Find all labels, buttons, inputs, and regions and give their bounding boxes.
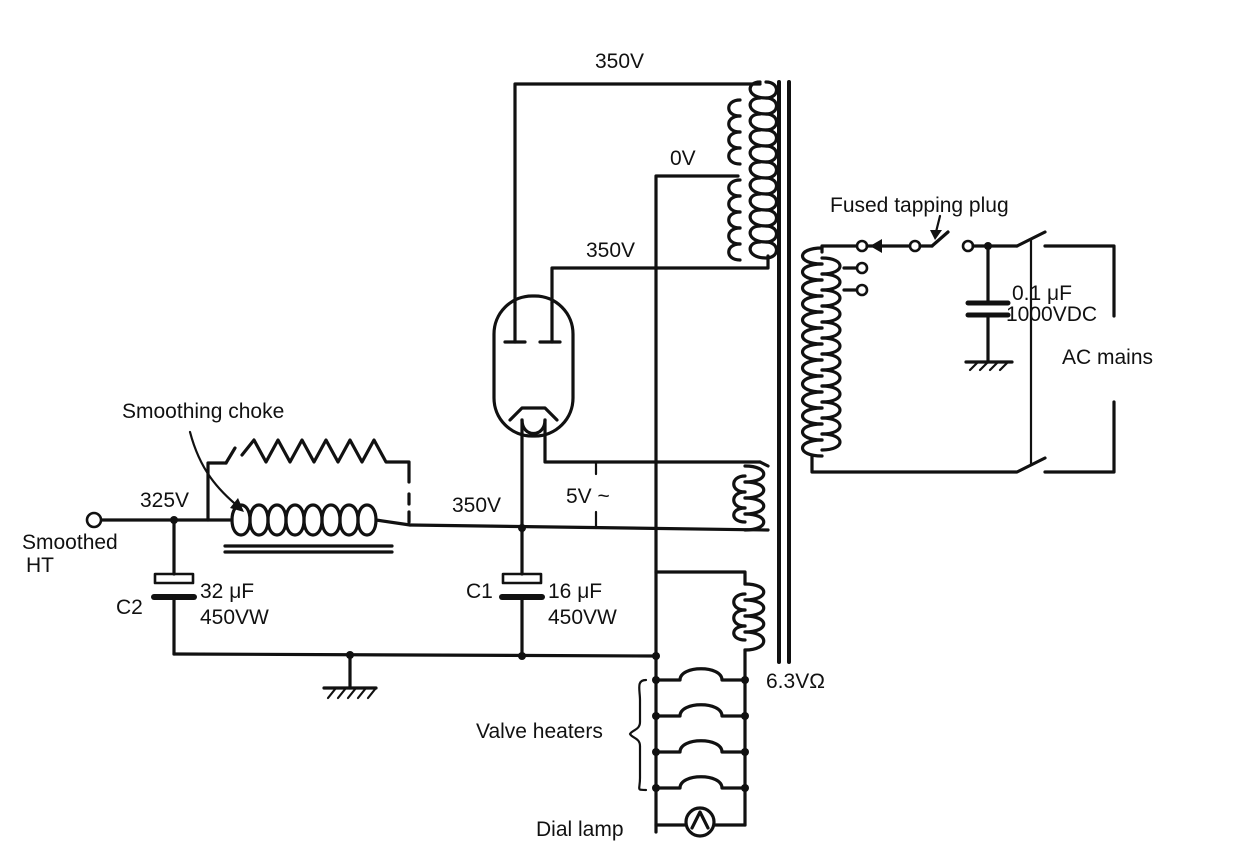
junction-c1-earth [518,652,526,660]
smoothing-choke [94,438,412,554]
heater-6v3-winding [654,570,766,652]
smoothed-ht-terminal [85,511,103,529]
mains-switch [1015,230,1116,474]
label-c2: C2 [116,596,143,619]
valve-heaters [652,648,749,827]
label-cap-value: 0.1 μF [1012,282,1072,305]
label-smoothing-choke: Smoothing choke [122,400,284,423]
ht-secondary-winding [727,80,779,262]
wire-earth-rail [172,652,658,658]
filament-5v-winding [732,460,770,532]
choke-pointer-arrow [230,498,244,512]
label-smoothed: Smoothed [22,531,118,554]
label-dial-lamp: Dial lamp [536,818,624,841]
fused-tapping-plug [865,214,1019,253]
label-350v-rect: 350V [452,494,501,517]
junction-ct-earth [652,652,660,660]
earth-symbol [322,653,378,700]
label-0v: 0V [670,147,696,170]
heaters-brace [628,678,648,792]
tap-terminal-2 [855,261,869,275]
label-cap-rating: 1000VDC [1006,303,1097,326]
label-c1-value: 16 μF [548,580,602,603]
primary-tap-1 [820,244,862,254]
wire-centre-tap [654,174,740,834]
label-350v-mid: 350V [586,239,635,262]
rectifier-valve [492,294,762,534]
label-ac-mains: AC mains [1062,346,1153,369]
wire-ht-bus [408,523,770,532]
label-5v: 5V ~ [566,485,610,508]
transformer-core [777,80,791,664]
capacitor-c2 [151,518,197,656]
dial-lamp [654,806,747,838]
wire-primary-bottom [810,454,1047,474]
label-valve-heaters: Valve heaters [476,720,603,743]
label-c2-rating: 450VW [200,606,269,629]
label-c2-value: 32 μF [200,580,254,603]
label-c1-rating: 450VW [548,606,617,629]
suppression-capacitor [964,244,1014,372]
label-325v: 325V [140,489,189,512]
label-ht: HT [26,554,54,577]
label-fused-plug: Fused tapping plug [830,194,1009,217]
capacitor-c1 [499,526,545,658]
label-350v-top: 350V [595,50,644,73]
wire-350v-lower [550,254,770,305]
label-6v3: 6.3VΩ [766,670,825,693]
choke-pointer [188,430,242,510]
wire-350v-top [513,82,762,305]
tap-terminal-3 [855,283,869,297]
primary-winding [801,246,842,458]
label-c1: C1 [466,580,493,603]
